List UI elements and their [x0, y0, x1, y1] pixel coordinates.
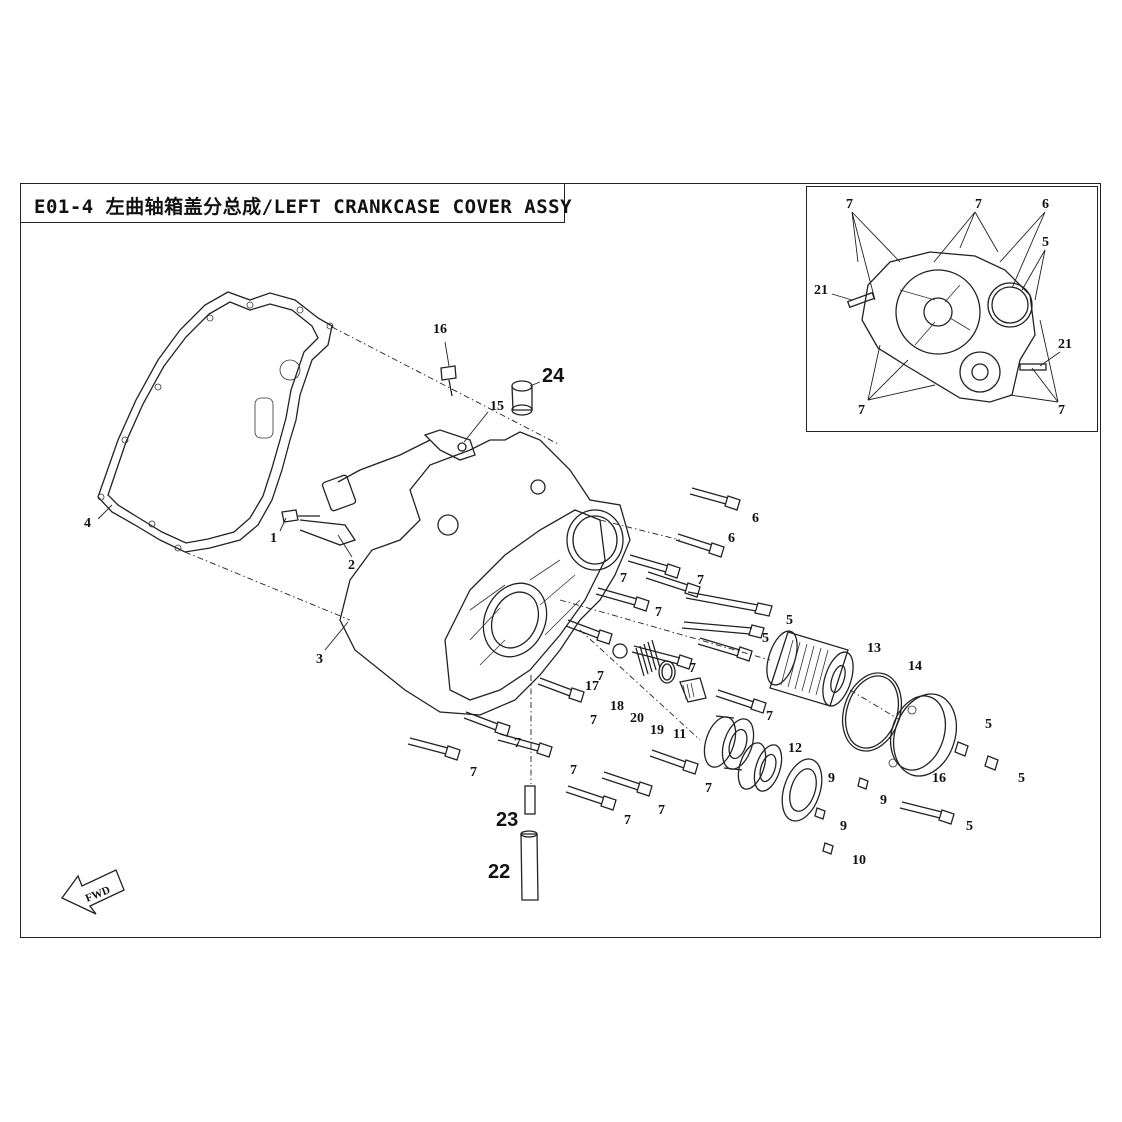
callout-18: 18	[610, 699, 624, 714]
callout-9: 9	[840, 819, 847, 834]
callout-10: 15	[490, 399, 504, 414]
callout-5: 5	[985, 717, 992, 732]
callout-3: 3	[316, 652, 323, 667]
inset-leader-lines	[831, 211, 1061, 403]
callout-7: 7	[597, 669, 604, 684]
callout-15: 14	[908, 659, 922, 674]
inset-callout-21: 21	[814, 283, 828, 298]
callout-20: 20	[630, 711, 644, 726]
callout-9: 10	[852, 853, 866, 868]
callout-7: 7	[570, 763, 577, 778]
crankcase-cover-3	[339, 431, 631, 716]
callout-14: 13	[867, 641, 881, 656]
callout-4: 4	[84, 516, 91, 531]
callout-24: 24	[542, 365, 565, 387]
callout-6: 5	[762, 631, 769, 646]
callout-7: 7	[620, 571, 627, 586]
callout-1: 1	[270, 531, 277, 546]
callout-6: 5	[786, 613, 793, 628]
callout-7: 6	[752, 511, 759, 526]
callout-7: 7	[470, 765, 477, 780]
callout-7: 7	[689, 661, 696, 676]
callouts-inset: 7 7 6 5 21 21 7 7	[814, 197, 1072, 418]
callout-5: 5	[1018, 771, 1025, 786]
title-box	[20, 183, 565, 223]
callouts-large: 23 22 24	[488, 365, 565, 883]
assembly-lines	[559, 519, 901, 741]
page-title: E01-4 左曲轴箱盖分总成/LEFT CRANKCASE COVER ASSY	[34, 196, 573, 218]
leader-lines	[97, 341, 541, 651]
callout-7: 6	[728, 531, 735, 546]
callout-7: 7	[658, 803, 665, 818]
gasket-4	[97, 291, 334, 553]
callout-7: 7	[590, 713, 597, 728]
callout-7: 7	[514, 736, 521, 751]
drawing-frame	[20, 183, 1101, 938]
inset-view-frame	[806, 186, 1098, 432]
inset-callout-7: 7	[846, 197, 853, 212]
callout-2: 2	[348, 558, 355, 573]
callout-16: 16	[932, 771, 946, 786]
callout-11: 16	[433, 322, 447, 337]
inset-cover-drawing	[846, 251, 1047, 403]
inset-callout-7: 7	[858, 403, 865, 418]
callout-12: 11	[673, 727, 686, 742]
retainer-plate-8	[781, 758, 823, 822]
fwd-arrow: FWD	[61, 869, 125, 915]
callout-17: 17	[585, 679, 599, 694]
callout-7: 7	[655, 605, 662, 620]
callout-7: 7	[697, 573, 704, 588]
inset-callout-6: 6	[1042, 197, 1049, 212]
callout-13: 12	[788, 741, 802, 756]
callout-7: 7	[624, 813, 631, 828]
inset-callout-7: 7	[975, 197, 982, 212]
sensor-assembly	[281, 365, 476, 546]
gasket-alignment-line	[184, 551, 351, 621]
oil-filter-14	[766, 630, 854, 707]
bush-24	[511, 380, 533, 416]
callout-9: 9	[880, 793, 887, 808]
callout-19: 19	[650, 723, 664, 738]
oil-seal-12	[703, 715, 755, 771]
tube-22	[520, 830, 539, 901]
callout-5: 5	[966, 819, 973, 834]
callout-8: 9	[828, 771, 835, 786]
relief-valve-parts	[612, 639, 707, 703]
gasket-alignment-line	[331, 326, 561, 446]
bearing-13	[737, 742, 783, 792]
callout-22: 22	[488, 861, 510, 883]
filter-cap-16	[888, 693, 957, 777]
callout-7: 7	[766, 709, 773, 724]
bolts-group	[407, 487, 999, 855]
callouts-main: 4 1 2 3 16 15 6 6 7 7 7 5 5 7 7 7 7 7 7 …	[84, 322, 1025, 868]
inset-callout-21: 21	[1058, 337, 1072, 352]
pin-23	[524, 785, 536, 815]
inset-callout-7: 7	[1058, 403, 1065, 418]
inset-callout-5: 5	[1042, 235, 1049, 250]
callout-7: 7	[705, 781, 712, 796]
callout-23: 23	[496, 809, 518, 831]
